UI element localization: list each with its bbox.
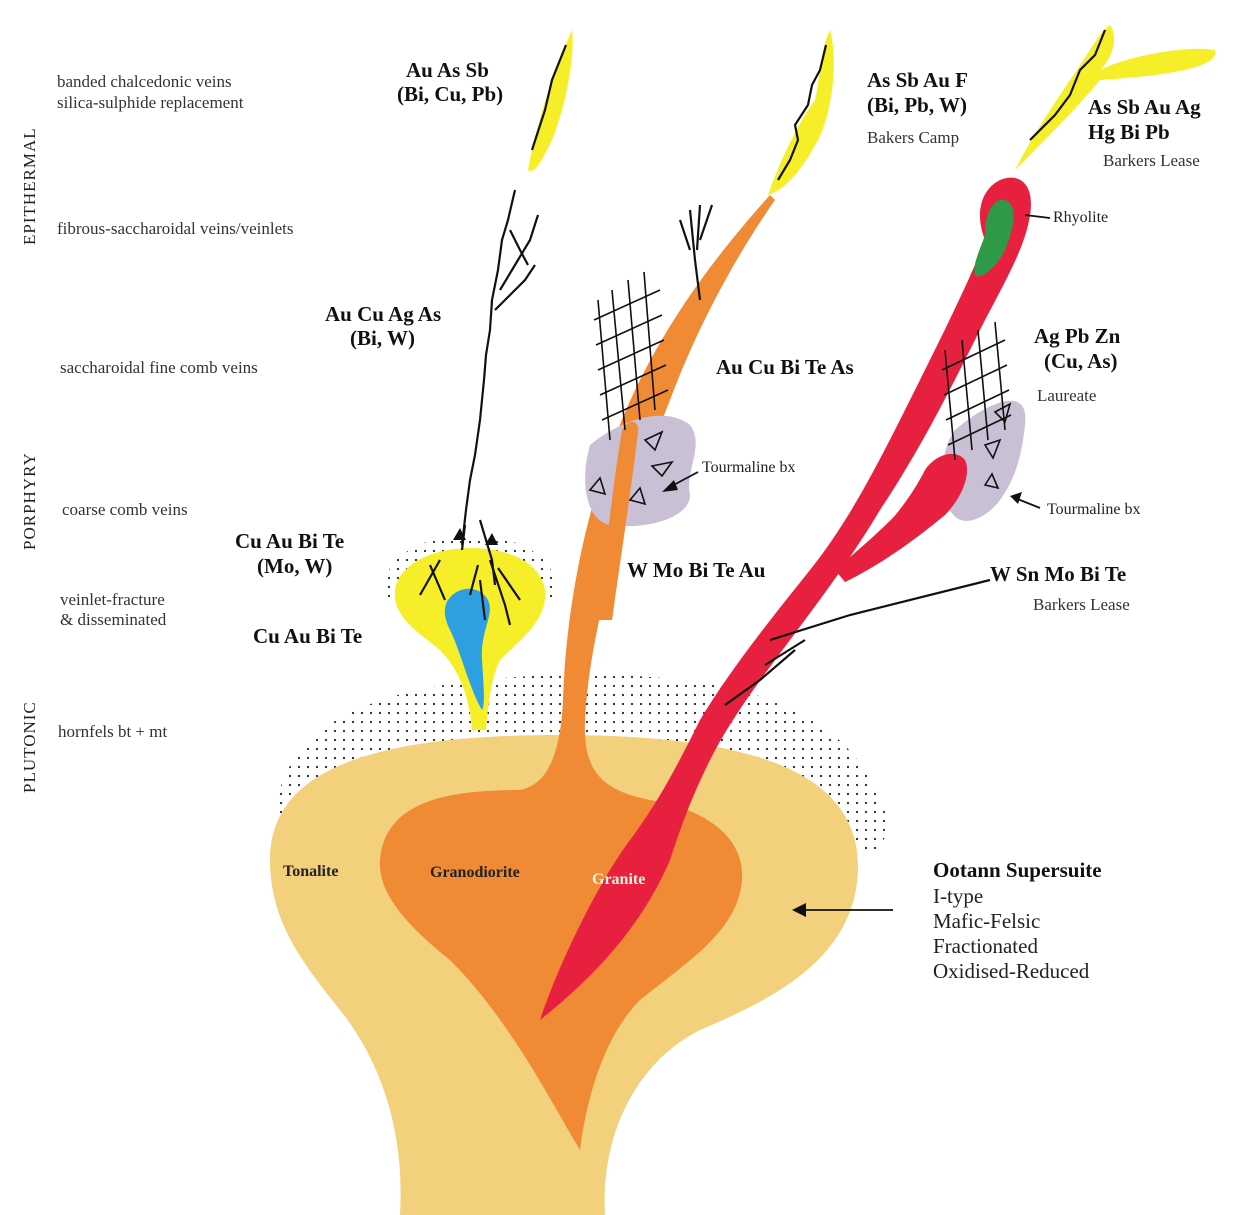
assemblage-label: Hg Bi Pb (1088, 120, 1170, 144)
vein-style-label: saccharoidal fine comb veins (60, 358, 258, 378)
assemblage-label: As Sb Au Ag (1088, 95, 1201, 119)
assemblage-label: Au Cu Bi Te As (716, 355, 854, 379)
vein-style-label: coarse comb veins (62, 500, 188, 520)
vein-style-label: & disseminated (60, 610, 166, 630)
assemblage-label: Cu Au Bi Te (253, 624, 362, 648)
assemblage-label: Au As Sb (406, 58, 489, 82)
rock-label-tonalite: Tonalite (283, 863, 338, 881)
epithermal-vein-1 (528, 30, 573, 171)
vein-style-label: hornfels bt + mt (58, 722, 167, 742)
vein-style-label: silica-sulphide replacement (57, 93, 243, 113)
assemblage-label: (Bi, Cu, Pb) (397, 82, 503, 106)
locality-label: Bakers Camp (867, 128, 959, 148)
zone-label-porphyry: PORPHYRY (20, 452, 40, 550)
tourmaline-breccia-label: Tourmaline bx (1047, 501, 1141, 519)
rock-label-granite: Granite (592, 871, 645, 889)
assemblage-label: (Mo, W) (257, 554, 332, 578)
tourmaline-breccia-1 (585, 416, 696, 527)
zone-label-plutonic: PLUTONIC (20, 701, 40, 793)
assemblage-label: (Bi, W) (350, 326, 415, 350)
tourmaline-breccia-label: Tourmaline bx (702, 459, 796, 477)
rhyolite-label: Rhyolite (1053, 209, 1108, 227)
vein-style-label: veinlet-fracture (60, 590, 165, 610)
assemblage-label: Ag Pb Zn (1034, 324, 1120, 348)
suite-line: I-type (933, 884, 983, 908)
assemblage-label: (Bi, Pb, W) (867, 93, 967, 117)
suite-line: Oxidised-Reduced (933, 959, 1089, 983)
vein-style-label: banded chalcedonic veins (57, 72, 232, 92)
assemblage-label: As Sb Au F (867, 68, 968, 92)
locality-label: Laureate (1037, 386, 1096, 406)
suite-line: Mafic-Felsic (933, 909, 1040, 933)
zone-label-epithermal: EPITHERMAL (20, 127, 40, 245)
assemblage-label: Au Cu Ag As (325, 302, 441, 326)
suite-title: Ootann Supersuite (933, 858, 1102, 882)
locality-label: Barkers Lease (1103, 151, 1200, 171)
suite-line: Fractionated (933, 934, 1038, 958)
assemblage-label: W Sn Mo Bi Te (990, 562, 1126, 586)
arrow-tourmaline-2 (1010, 492, 1022, 504)
assemblage-label: W Mo Bi Te Au (627, 558, 766, 582)
assemblage-label: (Cu, As) (1044, 349, 1118, 373)
assemblage-label: Cu Au Bi Te (235, 529, 344, 553)
vein-style-label: fibrous-saccharoidal veins/veinlets (57, 219, 294, 239)
rock-label-granodiorite: Granodiorite (430, 864, 520, 882)
locality-label: Barkers Lease (1033, 595, 1130, 615)
